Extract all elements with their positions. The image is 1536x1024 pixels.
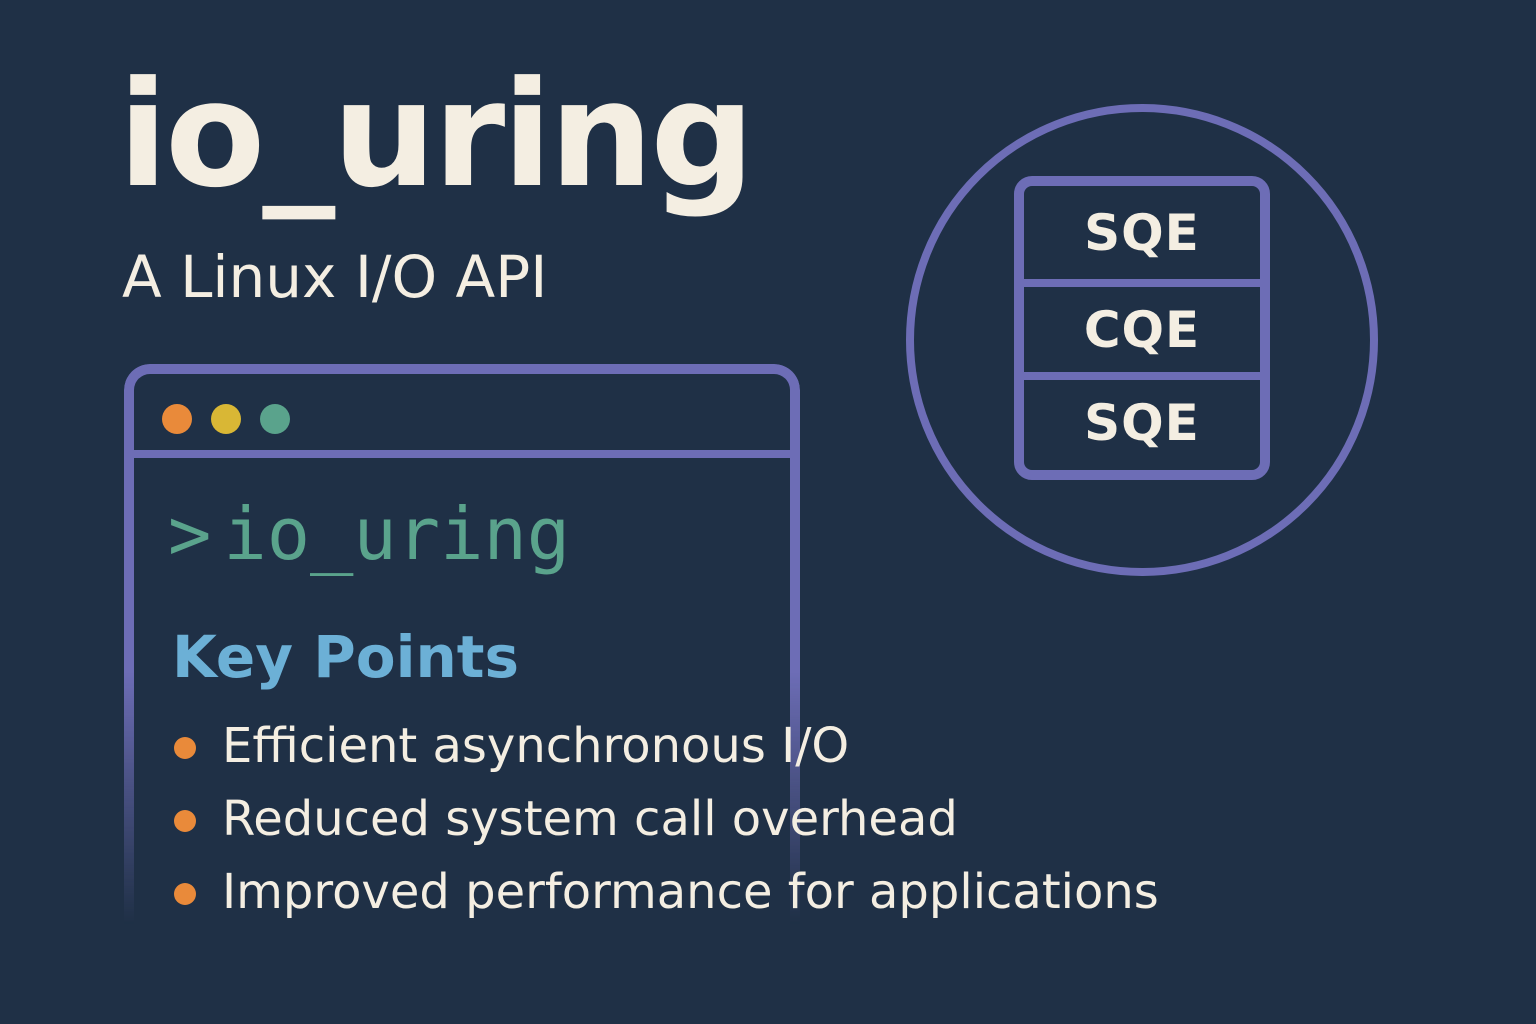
- ring-queue: SQE CQE SQE: [1014, 176, 1270, 480]
- terminal-title-bar: [134, 374, 790, 458]
- list-item: Reduced system call overhead: [172, 789, 1159, 862]
- bullet-dot-icon: [174, 810, 196, 832]
- terminal-prompt-line: >io_uring: [168, 498, 570, 570]
- page-title: io_uring: [118, 50, 755, 220]
- key-point-text: Reduced system call overhead: [222, 791, 958, 847]
- window-maximize-dot-icon[interactable]: [260, 404, 290, 434]
- queue-slot-cqe: CQE: [1024, 279, 1260, 372]
- terminal-window: [124, 364, 800, 924]
- queue-slot-sqe-bottom: SQE: [1024, 372, 1260, 465]
- key-point-text: Improved performance for applications: [222, 864, 1159, 920]
- window-close-dot-icon[interactable]: [162, 404, 192, 434]
- bullet-dot-icon: [174, 883, 196, 905]
- list-item: Improved performance for applications: [172, 862, 1159, 935]
- prompt-chevron-icon: >: [168, 492, 212, 576]
- window-minimize-dot-icon[interactable]: [211, 404, 241, 434]
- ring-circle: [906, 104, 1378, 576]
- key-point-text: Efficient asynchronous I/O: [222, 718, 850, 774]
- terminal-command: io_uring: [223, 492, 571, 576]
- page-subtitle: A Linux I/O API: [122, 243, 548, 311]
- bullet-dot-icon: [174, 737, 196, 759]
- key-points-list: Efficient asynchronous I/O Reduced syste…: [172, 716, 1159, 935]
- queue-slot-sqe-top: SQE: [1084, 203, 1200, 262]
- key-points-heading: Key Points: [172, 623, 520, 691]
- list-item: Efficient asynchronous I/O: [172, 716, 1159, 789]
